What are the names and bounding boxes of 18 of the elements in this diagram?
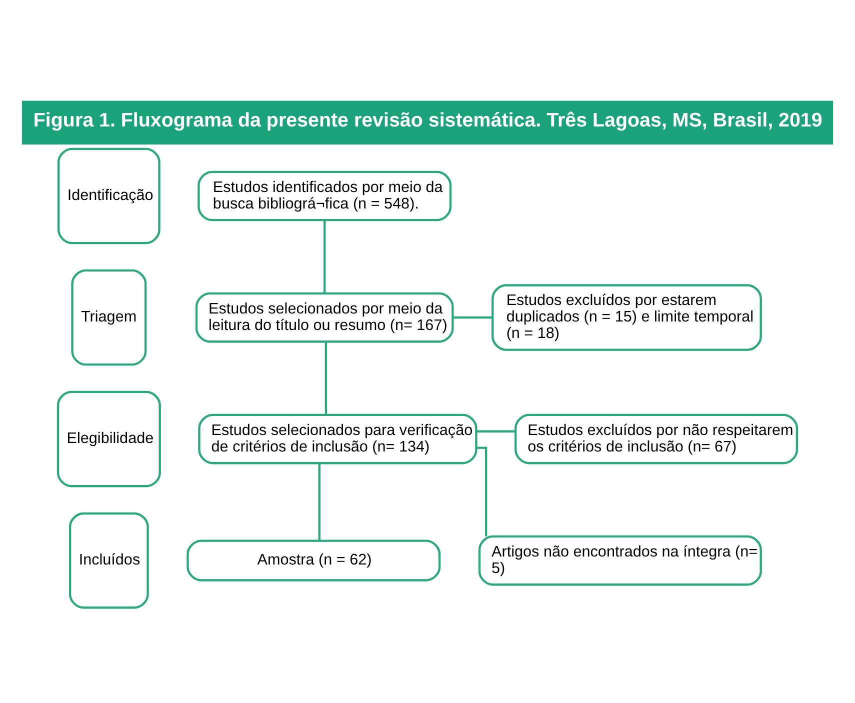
connector xyxy=(476,430,516,432)
connector xyxy=(324,341,328,414)
node-box: Elegibilidade xyxy=(56,390,161,487)
node-box: Estudos excluídos por estarem duplicados (n = 15) e limite temporal (n = 18) xyxy=(492,284,762,350)
connector xyxy=(324,220,326,293)
node-box: Amostra (n = 62) xyxy=(186,539,441,581)
node-box: Identificação xyxy=(57,147,160,244)
node-box: Estudos selecionados para verificação de critérios de inclusão (n= 134) xyxy=(198,413,478,464)
connector xyxy=(452,316,493,318)
node-box: Artigos não encontrados na íntegra (n= 5) xyxy=(478,534,762,586)
node-box: Estudos selecionados por meio da leitura do título ou resumo (n= 167) xyxy=(195,292,454,342)
node-box: Estudos identificados por meio da busca bibliográ¬fica (n = 548). xyxy=(198,170,452,221)
node-box: Estudos excluídos por não respeitarem os critérios de inclusão (n= 67) xyxy=(514,413,798,464)
diagram-title: Figura 1. Fluxograma da presente revisão sistemática. Três Lagoas, MS, Brasil, 2019 xyxy=(33,108,822,131)
connector xyxy=(318,462,320,540)
node-box: Triagem xyxy=(71,268,147,366)
connector xyxy=(476,446,488,536)
node-box: Incluídos xyxy=(68,512,149,608)
